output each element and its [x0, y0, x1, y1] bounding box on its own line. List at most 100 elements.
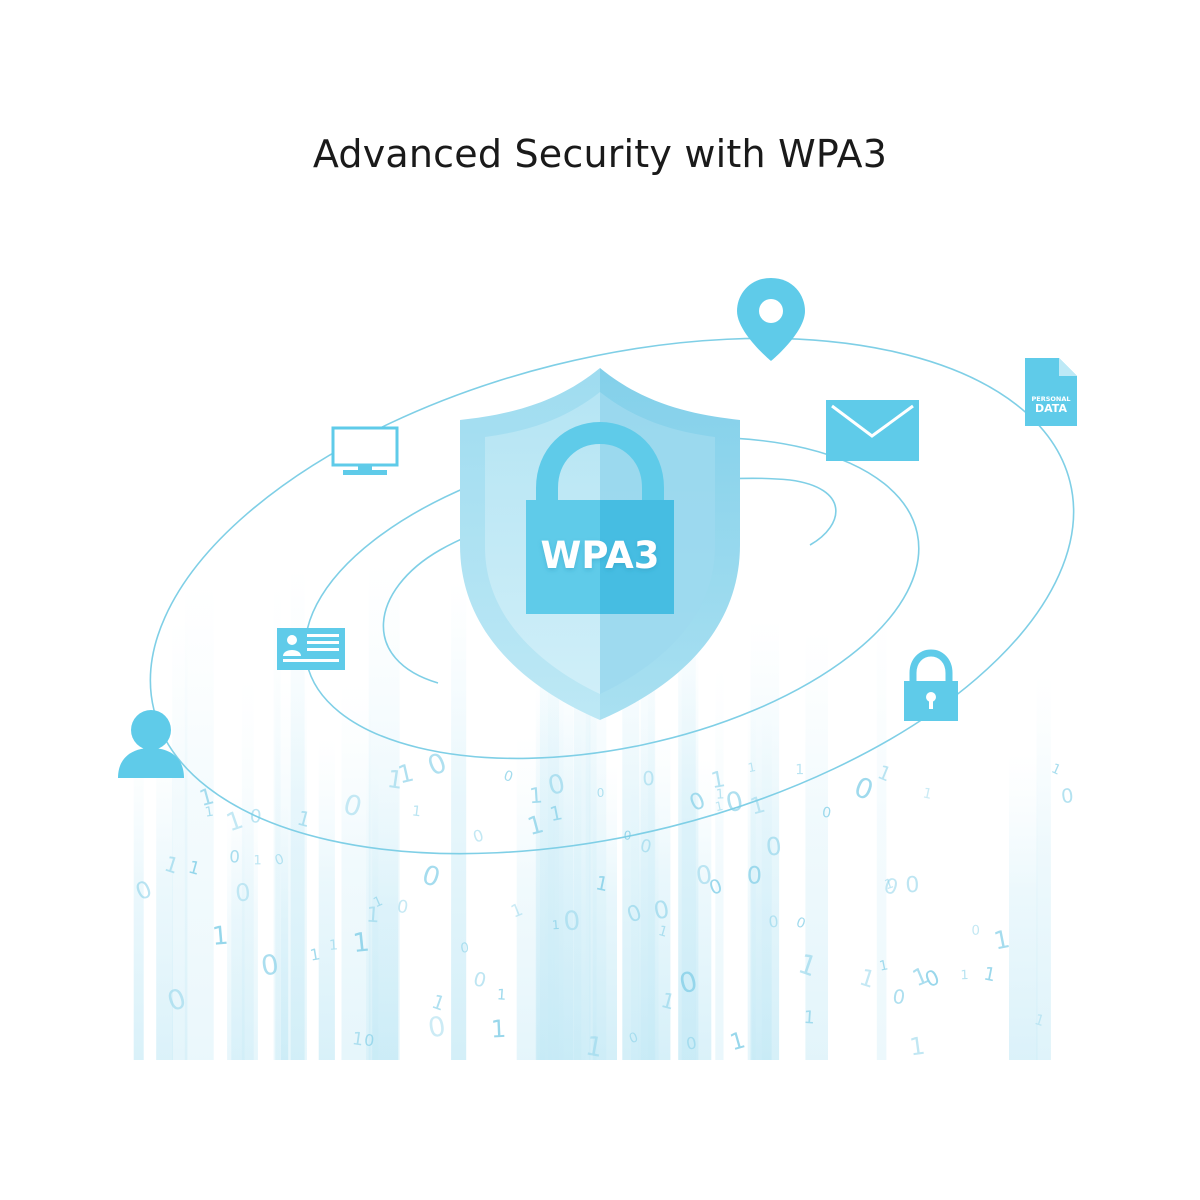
location-pin-icon: [737, 278, 805, 361]
light-beam: [715, 664, 724, 1060]
binary-digit: 0: [596, 786, 604, 800]
id-card-icon: [277, 628, 345, 670]
binary-digit: 1: [308, 944, 321, 964]
light-beam: [172, 619, 188, 1060]
binary-digit: 0: [460, 940, 470, 957]
envelope-icon: [826, 400, 919, 461]
binary-digit: 0: [694, 860, 714, 891]
light-beam: [318, 738, 335, 1060]
light-beam: [368, 561, 400, 1060]
personal-data-line1: PERSONAL: [1031, 395, 1070, 403]
light-beam: [592, 764, 617, 1060]
light-beam: [537, 812, 546, 1060]
binary-digit: 0: [426, 1011, 448, 1044]
binary-digit: 1: [803, 1008, 816, 1029]
binary-digit: 1: [365, 901, 380, 927]
light-beam: [273, 581, 281, 1060]
binary-digit: 0: [234, 878, 252, 907]
binary-digit: 1: [727, 1027, 748, 1056]
light-beam: [341, 682, 371, 1060]
light-beam: [1009, 754, 1038, 1060]
wpa3-label: WPA3: [541, 534, 660, 577]
binary-digit: 0: [747, 862, 762, 890]
light-beam: [516, 734, 537, 1060]
binary-digit: 1: [385, 764, 405, 795]
binary-digit: 0: [767, 912, 779, 932]
binary-digit: 0: [249, 806, 262, 828]
binary-digit: 0: [1060, 784, 1075, 808]
binary-digit: 1: [211, 920, 230, 951]
padlock-icon: [904, 649, 958, 721]
personal-data-line2: DATA: [1035, 402, 1067, 415]
binary-digit: 1: [1049, 761, 1063, 779]
light-beam: [184, 581, 214, 1060]
light-beam: [554, 790, 586, 1060]
binary-digit: 1: [329, 937, 339, 954]
binary-digit: 1: [204, 804, 215, 821]
binary-digit: 0: [363, 1030, 375, 1050]
binary-digit: 1: [908, 1032, 927, 1062]
binary-digit: 0: [821, 805, 832, 822]
binary-digit: 1: [878, 957, 890, 974]
binary-digit: 0: [891, 985, 907, 1010]
personal-data-document-icon: PERSONAL DATA: [1025, 358, 1077, 426]
binary-digit: 1: [658, 988, 677, 1015]
binary-digit: 0: [850, 771, 878, 807]
binary-digit: 0: [501, 768, 514, 786]
binary-digit: 0: [471, 967, 489, 992]
light-beam: [638, 725, 671, 1060]
binary-digit: 0: [229, 847, 240, 866]
binary-digit: 1: [524, 809, 547, 841]
binary-digit: 1: [960, 968, 969, 983]
light-beam: [694, 757, 712, 1060]
binary-digit: 1: [714, 798, 725, 814]
binary-digit: 1: [921, 785, 933, 803]
headline: Advanced Security with WPA3: [312, 132, 888, 176]
binary-digit: 1: [496, 986, 506, 1004]
wpa3-padlock-icon: WPA3: [526, 421, 674, 614]
light-beam: [290, 567, 305, 1060]
binary-digit: 1: [709, 766, 727, 794]
binary-digit: 1: [656, 923, 669, 941]
binary-digit: 1: [548, 801, 565, 826]
binary-digit: 1: [982, 963, 998, 986]
light-beam: [231, 793, 258, 1060]
binary-digit: 1: [411, 803, 422, 820]
binary-digit: 0: [642, 767, 655, 790]
binary-digit: 0: [418, 859, 444, 894]
binary-digit: 0: [765, 831, 784, 861]
binary-digit: 0: [905, 873, 920, 899]
binary-digit: 1: [991, 924, 1012, 955]
binary-digit: 1: [716, 787, 725, 802]
binary-digit: 0: [723, 785, 746, 819]
binary-digit: 1: [551, 918, 560, 932]
binary-digit: 1: [583, 1030, 605, 1064]
binary-digit: 0: [971, 924, 980, 939]
binary-digit: 1: [594, 871, 611, 896]
light-beam: [805, 629, 828, 1060]
binary-digit: 0: [685, 1033, 698, 1053]
binary-digit: 1: [186, 858, 202, 880]
binary-digit: 1: [351, 928, 371, 960]
light-beam: [156, 737, 173, 1060]
binary-digit: 0: [395, 897, 409, 919]
light-beam: [133, 743, 144, 1060]
binary-digit: 1: [529, 784, 544, 810]
binary-digit: 1: [395, 758, 417, 790]
binary-digit: 0: [562, 905, 581, 937]
binary-digit: 0: [638, 836, 653, 858]
binary-digit: 1: [490, 1015, 507, 1044]
light-beam: [1036, 673, 1051, 1060]
binary-digit: 0: [545, 769, 568, 802]
binary-digit: 1: [295, 806, 314, 833]
light-beam: [622, 591, 640, 1060]
binary-digit: 1: [856, 965, 878, 994]
binary-digit: 0: [651, 895, 671, 925]
outer-orbit: [149, 337, 1075, 855]
binary-digit: 1: [351, 1029, 365, 1050]
user-icon: [118, 710, 184, 778]
light-beam: [752, 795, 772, 1060]
binary-digit: 0: [259, 949, 281, 982]
